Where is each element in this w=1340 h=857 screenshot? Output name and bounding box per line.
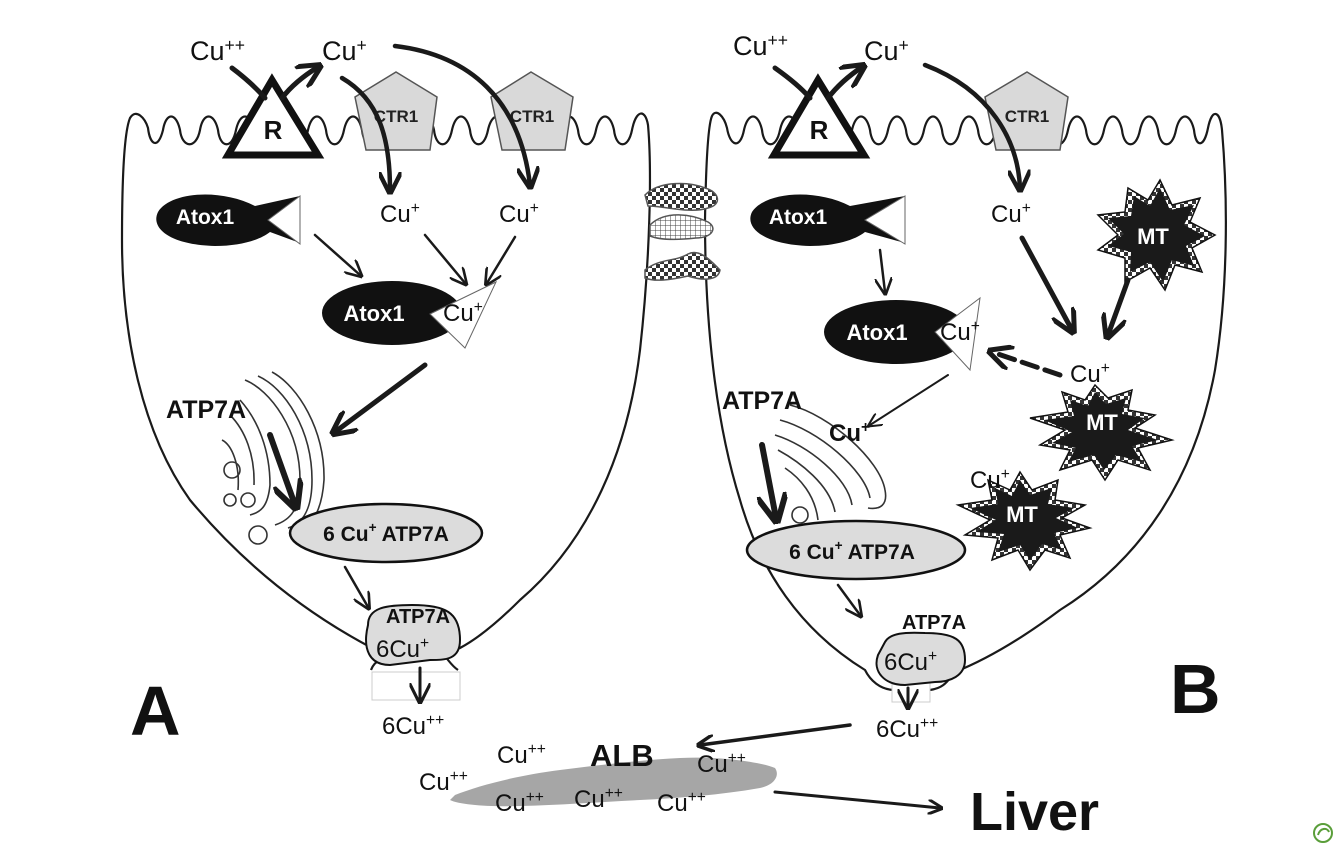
- atox1-arrow-b: [880, 248, 885, 292]
- export-to-albumin-arrow: [700, 723, 852, 745]
- panel-letter-a: A: [130, 672, 181, 750]
- ctr1-a-2-label: CTR1: [510, 107, 554, 126]
- vesicle-a: ATP7A 6Cu+: [365, 603, 462, 667]
- golgi-b: [774, 404, 887, 537]
- reductase-b: R: [767, 73, 871, 159]
- albumin-cu-5: Cu++: [574, 785, 623, 813]
- cupric-label-b: Cu++: [733, 30, 788, 61]
- liver-label: Liver: [970, 782, 1099, 842]
- mt-free-b-label: MT: [1137, 224, 1169, 249]
- mt-bound2-b-cu: Cu+: [970, 466, 1010, 494]
- mt-bound-b: Cu+ MT: [1029, 360, 1175, 482]
- atox1-to-atp7a-arrow-a: [335, 362, 428, 432]
- atox1-bound-a-label: Atox1: [343, 301, 404, 326]
- albumin-cu-6: Cu++: [657, 789, 706, 817]
- cuprous-label-b: Cu+: [864, 35, 909, 66]
- ctr1-uptake-arrow-a-1: [339, 75, 390, 190]
- cell-b-membrane: [703, 111, 1227, 692]
- cu-into-golgi-arrow-a: [267, 432, 295, 505]
- ctr1-a-1: CTR1: [354, 71, 438, 151]
- cell-a-basolateral-gap: [371, 671, 461, 701]
- albumin-cu-3: Cu++: [697, 750, 746, 778]
- cupric-arrow-a: [229, 65, 268, 101]
- atox1-free-b: Atox1: [750, 194, 906, 246]
- cupric-arrow-b: [772, 65, 813, 101]
- mt-to-atox1-dashed-arrow-b: [992, 352, 1063, 378]
- released-b: 6Cu++: [876, 715, 938, 743]
- albumin-cu-4: Cu++: [495, 789, 544, 817]
- cu-to-atox1-arrow-a-2: [487, 235, 517, 283]
- panel-letter-b: B: [1170, 650, 1221, 728]
- atox1-free-b-label: Atox1: [769, 206, 828, 229]
- mt-free-b: MT: [1096, 178, 1217, 292]
- ctr1-b-label: CTR1: [1005, 107, 1049, 126]
- atox1-arrow-a: [313, 233, 360, 275]
- cu-to-golgi-b: Cu+: [829, 419, 870, 447]
- cu-inside-a-2: Cu+: [499, 200, 539, 228]
- vesicle-a-label: ATP7A: [386, 606, 450, 628]
- ctr1-uptake-arrow-a-2: [392, 43, 530, 185]
- atox1-bound-b-cu: Cu+: [940, 318, 980, 346]
- ctr1-a-1-label: CTR1: [374, 107, 418, 126]
- cu-inside-a-1: Cu+: [380, 200, 420, 228]
- vesicle-a-cu: 6Cu+: [376, 635, 429, 663]
- vesicle-b-cu: 6Cu+: [884, 648, 937, 676]
- cuprous-label-a: Cu+: [322, 35, 367, 66]
- atox1-bound-b: Atox1 Cu+: [824, 296, 981, 372]
- golgi-a: [221, 371, 325, 545]
- watermark-icon: [1313, 823, 1333, 843]
- atox1-bound-b-label: Atox1: [846, 320, 907, 345]
- cu-into-golgi-arrow-b: [762, 442, 776, 518]
- complex-b: 6 Cu+ ATP7A: [745, 519, 967, 581]
- vesicle-b: ATP7A 6Cu+: [875, 612, 966, 687]
- albumin-cu-1: Cu++: [497, 741, 546, 769]
- mt-bound-b-cu: Cu+: [1070, 360, 1110, 388]
- mt-bound2-b-label: MT: [1006, 502, 1038, 527]
- mt-bound2-b: Cu+ MT: [955, 466, 1093, 572]
- complex-a: 6 Cu+ ATP7A: [288, 502, 484, 564]
- complex-to-vesicle-arrow-b: [836, 583, 860, 615]
- albumin-to-liver-arrow: [773, 790, 940, 808]
- reductase-a-label: R: [264, 115, 283, 145]
- albumin-label: ALB: [590, 738, 654, 773]
- ctr1-a-2: CTR1: [490, 71, 574, 151]
- reductase-a: R: [221, 73, 325, 159]
- cu-to-atox1-arrow-a-1: [423, 233, 465, 283]
- atox1-bound-a-cu: Cu+: [443, 299, 483, 327]
- reduced-arrow-a: [279, 67, 318, 101]
- atox1-bound-a: Atox1 Cu+: [322, 280, 498, 349]
- complex-a-label: 6 Cu+ ATP7A: [323, 520, 449, 546]
- mt-binding-arrow-b: [1108, 277, 1131, 335]
- reduced-arrow-b: [825, 67, 862, 101]
- atox1-free-a-label: Atox1: [176, 206, 235, 229]
- ctr1-uptake-arrow-b: [922, 62, 1020, 188]
- albumin: ALB Cu++ Cu++ Cu++ Cu++ Cu++ Cu++: [419, 738, 777, 817]
- atox1-to-golgi-arrow-b: [870, 374, 949, 425]
- atp7a-label-a: ATP7A: [166, 396, 246, 424]
- albumin-cu-2: Cu++: [419, 768, 468, 796]
- released-a: 6Cu++: [382, 712, 444, 740]
- mt-bound-b-label: MT: [1086, 410, 1118, 435]
- cupric-label-a: Cu++: [190, 35, 245, 66]
- atox1-free-a: Atox1: [156, 194, 301, 246]
- complex-to-vesicle-arrow-a: [343, 565, 368, 607]
- vesicle-b-label: ATP7A: [902, 612, 966, 634]
- ctr1-b: CTR1: [984, 71, 1069, 151]
- cu-to-mt-arrow-b: [1019, 235, 1072, 330]
- atp7a-label-b: ATP7A: [722, 387, 802, 415]
- complex-b-label: 6 Cu+ ATP7A: [789, 538, 915, 564]
- reductase-b-label: R: [810, 115, 829, 145]
- tight-junction: [644, 182, 721, 281]
- cu-inside-b: Cu+: [991, 200, 1031, 228]
